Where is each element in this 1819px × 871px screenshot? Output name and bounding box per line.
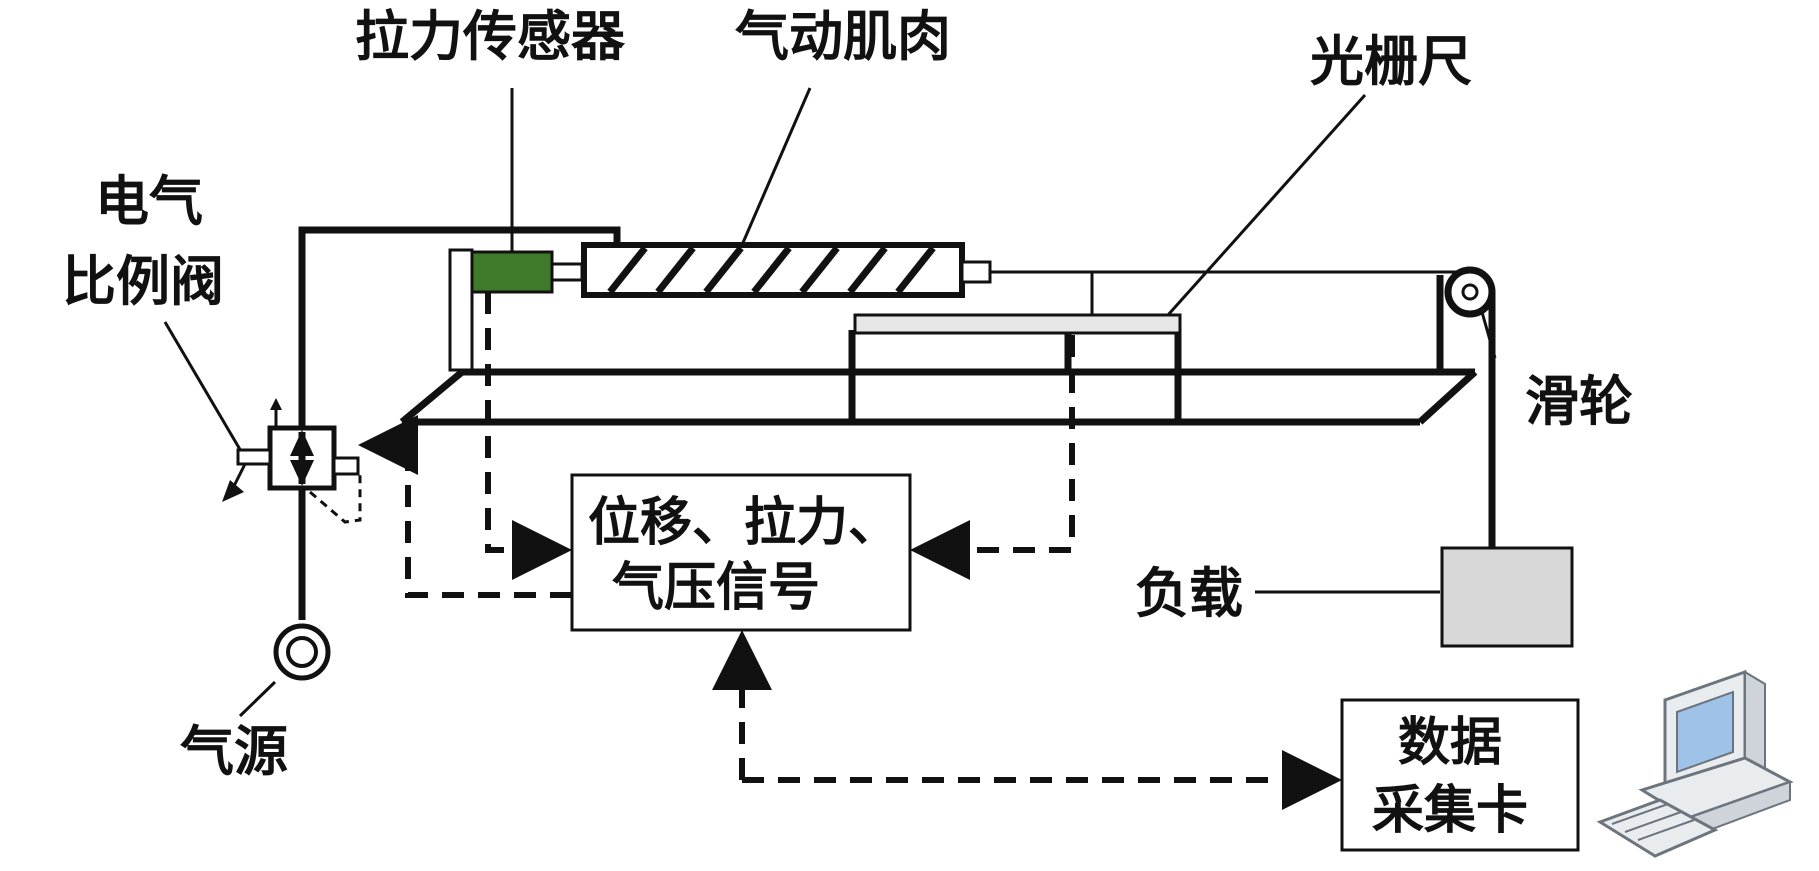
force-sensor: [470, 250, 554, 294]
load-block: [1440, 546, 1574, 648]
grating-ruler-label: 光栅尺: [1310, 30, 1472, 93]
valve-supply-line: [298, 226, 621, 620]
load-label: 负载: [1135, 562, 1243, 625]
signal-label-line1: 位移、拉力、: [588, 493, 900, 553]
back-plate: [448, 248, 474, 372]
force-signal-line: [485, 292, 572, 580]
pneumatic-muscle-label: 气动肌肉: [735, 5, 951, 68]
computer-icon: [1596, 669, 1794, 858]
muscle-leader: [740, 87, 812, 246]
pulley: [1444, 266, 1496, 318]
displacement-signal-line: [910, 335, 1075, 580]
muscle-end-cap: [960, 260, 992, 284]
daq-card-box: [1340, 698, 1580, 852]
proportional-valve: [222, 398, 362, 524]
valve-label-line1: 电气: [95, 170, 203, 233]
grating-leader: [1166, 93, 1367, 317]
sensor-connector: [550, 262, 584, 282]
grating-ruler: [853, 313, 1182, 335]
force-sensor-label: 拉力传感器: [355, 5, 626, 68]
air-source-leader: [238, 680, 277, 718]
pulley-label: 滑轮: [1525, 370, 1633, 433]
air-source: [273, 623, 331, 681]
valve-leader: [163, 321, 247, 459]
signal-box: [570, 473, 912, 632]
valve-control-line: [358, 415, 572, 598]
daq-label-line1: 数据: [1398, 713, 1502, 773]
daq-label-line2: 采集卡: [1372, 781, 1528, 841]
pneumatic-muscle: [581, 242, 965, 298]
signal-label-line2: 气压信号: [612, 558, 820, 618]
bench-frame: [399, 275, 1478, 426]
valve-label-line2: 比例阀: [62, 250, 224, 313]
air-source-label: 气源: [180, 720, 288, 783]
